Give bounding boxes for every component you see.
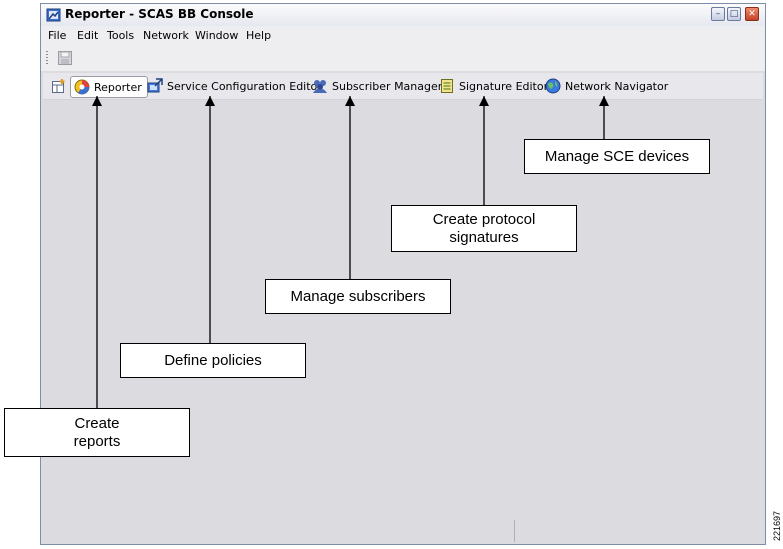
perspective-reporter-label: Reporter [94, 80, 142, 94]
maximize-button[interactable]: □ [727, 7, 741, 21]
menu-window[interactable]: Window [195, 29, 239, 42]
perspective-service-configuration-label: Service Configuration Editor [167, 79, 322, 93]
menu-file[interactable]: File [48, 29, 67, 42]
perspective-subscriber-manager-label: Subscriber Manager [332, 79, 443, 93]
menu-edit[interactable]: Edit [77, 29, 99, 42]
subscriber-manager-icon [313, 80, 327, 93]
close-button[interactable]: ✕ [745, 7, 759, 21]
app-icon [46, 8, 61, 22]
title-bar[interactable]: Reporter - SCAS BB Console – □ ✕ [41, 4, 765, 27]
callout-create-reports: Create reports [4, 408, 190, 457]
callout-define-policies: Define policies [120, 343, 306, 378]
status-divider [514, 520, 515, 542]
perspective-signature-editor[interactable]: Signature Editor [439, 76, 548, 96]
window-title: Reporter - SCAS BB Console [65, 7, 254, 21]
perspective-reporter[interactable]: Reporter [70, 76, 148, 98]
callout-manage-subscribers: Manage subscribers [265, 279, 451, 314]
toolbar-grip[interactable] [46, 51, 48, 65]
menu-tools[interactable]: Tools [107, 29, 135, 42]
callout-manage-sce-devices: Manage SCE devices [524, 139, 710, 174]
network-navigator-icon [545, 78, 561, 94]
figure-id: 221697 [772, 510, 782, 541]
perspective-subscriber-manager[interactable]: Subscriber Manager [312, 76, 442, 96]
perspective-service-configuration-editor[interactable]: Service Configuration Editor [147, 76, 322, 96]
menu-help[interactable]: Help [246, 29, 272, 42]
open-perspective-icon[interactable] [51, 78, 67, 94]
perspective-bar: Reporter Service Configuration Editor Su… [43, 73, 763, 100]
service-configuration-icon [147, 78, 163, 93]
perspective-network-navigator[interactable]: Network Navigator [545, 76, 668, 96]
save-icon[interactable] [57, 50, 73, 66]
perspective-network-navigator-label: Network Navigator [565, 79, 669, 93]
main-toolbar [41, 45, 765, 71]
perspective-signature-editor-label: Signature Editor [459, 79, 549, 93]
menu-network[interactable]: Network [143, 29, 189, 42]
minimize-button[interactable]: – [711, 7, 725, 21]
callout-create-protocol-signatures: Create protocol signatures [391, 205, 577, 252]
workspace-area [41, 100, 765, 544]
menu-bar: File Edit Tools Network Window Help [41, 26, 765, 46]
signature-editor-icon [441, 79, 453, 93]
console-window: Reporter - SCAS BB Console – □ ✕ File Ed… [40, 3, 766, 545]
reporter-icon [74, 79, 90, 95]
